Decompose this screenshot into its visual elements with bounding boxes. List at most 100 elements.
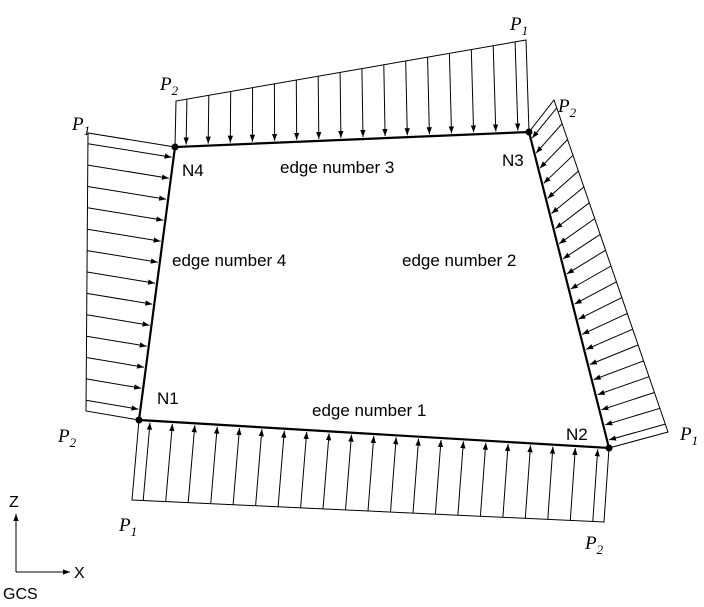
edge-4-load-arrow xyxy=(86,357,145,369)
edge-3-load-arrow xyxy=(448,53,454,134)
edge-4-label: edge number 4 xyxy=(172,251,286,270)
edge-3-label: edge number 3 xyxy=(280,158,394,177)
edge-4-load-outline xyxy=(85,132,176,421)
load-label-right-top: P2 xyxy=(557,96,577,120)
edge-2-load-arrow xyxy=(562,233,601,260)
node-n2-label: N2 xyxy=(566,425,588,444)
edge-1-load-arrow xyxy=(592,449,600,522)
node-n4-label: N4 xyxy=(182,161,204,180)
edge-3-load-arrow xyxy=(360,68,366,138)
edge-1-load-arrow xyxy=(479,442,488,517)
edge-4-load-arrow xyxy=(86,271,156,285)
edge-2-load-arrow xyxy=(585,328,633,350)
edge-1-load-arrow xyxy=(165,423,175,502)
edge-1-load-arrow xyxy=(322,433,332,509)
edge-2-load-arrow xyxy=(558,218,595,245)
edge-1-load-arrow xyxy=(569,447,578,521)
edge-2-load-arrow xyxy=(608,423,666,441)
edge-1-load-arrow xyxy=(345,434,354,511)
edge-2-load-outline xyxy=(528,98,669,449)
edge-2-load-arrow xyxy=(539,139,568,169)
edge-4-load-arrows xyxy=(85,132,176,421)
load-label-left-bottom: P2 xyxy=(57,426,77,450)
edge-4-load-arrow xyxy=(86,314,150,327)
edge-2-load-arrows xyxy=(528,98,669,449)
edge-1-load-arrow xyxy=(457,441,466,516)
edge-2-load-arrow xyxy=(578,297,623,320)
edge-1-load-arrows xyxy=(131,419,610,523)
edge-2-load-arrow xyxy=(581,312,628,335)
edge-2-load-arrow xyxy=(543,154,574,184)
edge-3-load-arrow xyxy=(492,45,499,132)
edge-4-load-arrow xyxy=(86,378,142,390)
load-label-right-bottom: P1 xyxy=(679,424,698,448)
edge-1-load-arrow xyxy=(367,435,376,512)
node-n2-dot xyxy=(605,444,613,452)
load-label-top-right: P1 xyxy=(509,14,528,38)
edge-4-load-arrow xyxy=(87,164,169,180)
edge-3-load-outline xyxy=(174,39,530,148)
edge-3-load-arrow xyxy=(316,76,322,139)
edge-1-load-arrow xyxy=(434,439,444,515)
edge-2-load-arrow xyxy=(555,202,590,229)
edge-3-load-arrows xyxy=(174,39,530,148)
edge-1-load-arrow xyxy=(390,437,399,513)
x-axis-label: X xyxy=(74,565,85,582)
edge-2-load-arrow xyxy=(589,344,639,365)
edge-4-load-arrow xyxy=(87,207,164,222)
edge-1-load-arrow xyxy=(524,445,533,519)
edge-2-load-arrow xyxy=(605,407,661,426)
edge-2-load-arrow xyxy=(535,123,563,154)
edge-2-load-arrow xyxy=(551,186,585,214)
edge-2-load-arrow xyxy=(547,170,579,199)
edge-1-load-arrow xyxy=(412,438,421,514)
gcs-label: GCS xyxy=(3,586,38,603)
edge-2-load-arrow xyxy=(597,376,650,396)
edge-1-load-arrow xyxy=(277,430,287,507)
node-n3-dot xyxy=(525,128,533,136)
edge-1-load-arrow xyxy=(232,427,242,505)
node-n3-label: N3 xyxy=(502,151,524,170)
edge-1-load-arrow xyxy=(547,446,556,520)
edge-3-load-arrow xyxy=(183,99,189,145)
edge-4-load-arrow xyxy=(86,399,139,411)
edge-2-load-arrow xyxy=(570,265,612,290)
edge-4-load-arrow xyxy=(86,335,147,348)
edge-2-load-arrow xyxy=(593,360,644,381)
edge-3-load-arrow xyxy=(338,72,344,139)
edge-1-load-arrow xyxy=(142,422,153,501)
gcs-axes xyxy=(13,514,70,575)
load-label-bottom-left: P1 xyxy=(118,515,137,539)
edge-4-load-arrow xyxy=(87,143,172,159)
edge-2-load-arrow xyxy=(574,281,617,305)
node-n4-dot xyxy=(171,143,179,151)
load-label-bottom-right: P2 xyxy=(584,533,604,557)
edge-1-load-arrow xyxy=(210,426,220,504)
load-label-top-left: P2 xyxy=(159,74,179,98)
edge-4-load-arrow xyxy=(86,292,153,306)
load-label-left-top: P1 xyxy=(71,114,90,138)
edge-3-load-arrow xyxy=(404,60,410,136)
node-n1-label: N1 xyxy=(157,389,179,408)
edge-3-load-arrow xyxy=(205,95,211,144)
node-n1-dot xyxy=(135,416,143,424)
edge-2-label: edge number 2 xyxy=(402,251,516,270)
edge-1-load-arrow xyxy=(255,429,264,506)
edge-1-load-arrow xyxy=(187,425,197,503)
edge-4-load-arrow xyxy=(87,186,167,201)
edge-1-load-arrow xyxy=(300,431,309,508)
edge-4-load-arrow xyxy=(87,228,161,243)
edge-3-load-arrow xyxy=(426,57,432,135)
edge-3-load-arrow xyxy=(470,49,477,133)
edge-1-load-arrow xyxy=(502,443,511,518)
edge-2-load-arrow xyxy=(531,107,558,139)
edge-2-load-arrow xyxy=(601,392,655,411)
edge-1-label: edge number 1 xyxy=(312,401,426,420)
edge-1-load-outline xyxy=(131,419,610,523)
edge-3-load-arrow xyxy=(514,41,521,131)
z-axis-label: Z xyxy=(9,494,19,511)
edge-4-load-arrow xyxy=(87,250,158,264)
edge-3-load-arrow xyxy=(382,64,388,137)
edge-2-load-arrow xyxy=(566,249,606,275)
